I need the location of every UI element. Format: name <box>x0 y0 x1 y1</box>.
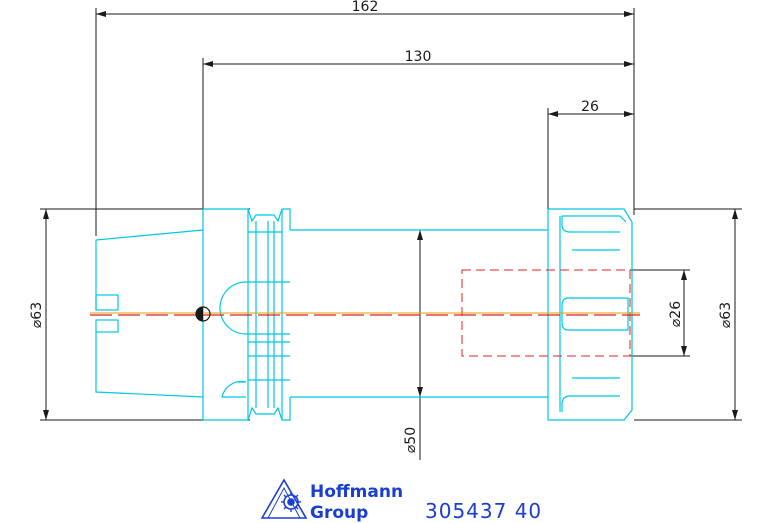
dim-flange-diameter: ⌀63 <box>29 302 45 328</box>
dim-overall-length: 162 <box>352 0 379 15</box>
brand-group: Group <box>310 503 368 523</box>
dimension-arrows <box>43 11 738 420</box>
brand-name: Hoffmann <box>310 482 403 502</box>
dimension-lines <box>40 8 742 460</box>
datum-marker-icon <box>195 306 211 322</box>
centerline <box>90 312 640 316</box>
hoffmann-logo-icon <box>260 478 308 519</box>
dim-clamping-diameter: ⌀26 <box>668 301 684 327</box>
dim-nut-diameter: ⌀63 <box>718 302 734 328</box>
dim-gauge-length: 130 <box>405 49 432 65</box>
part-number: 305437 40 <box>425 499 542 523</box>
dim-nut-length: 26 <box>581 99 599 115</box>
dim-body-diameter: ⌀50 <box>403 427 419 453</box>
